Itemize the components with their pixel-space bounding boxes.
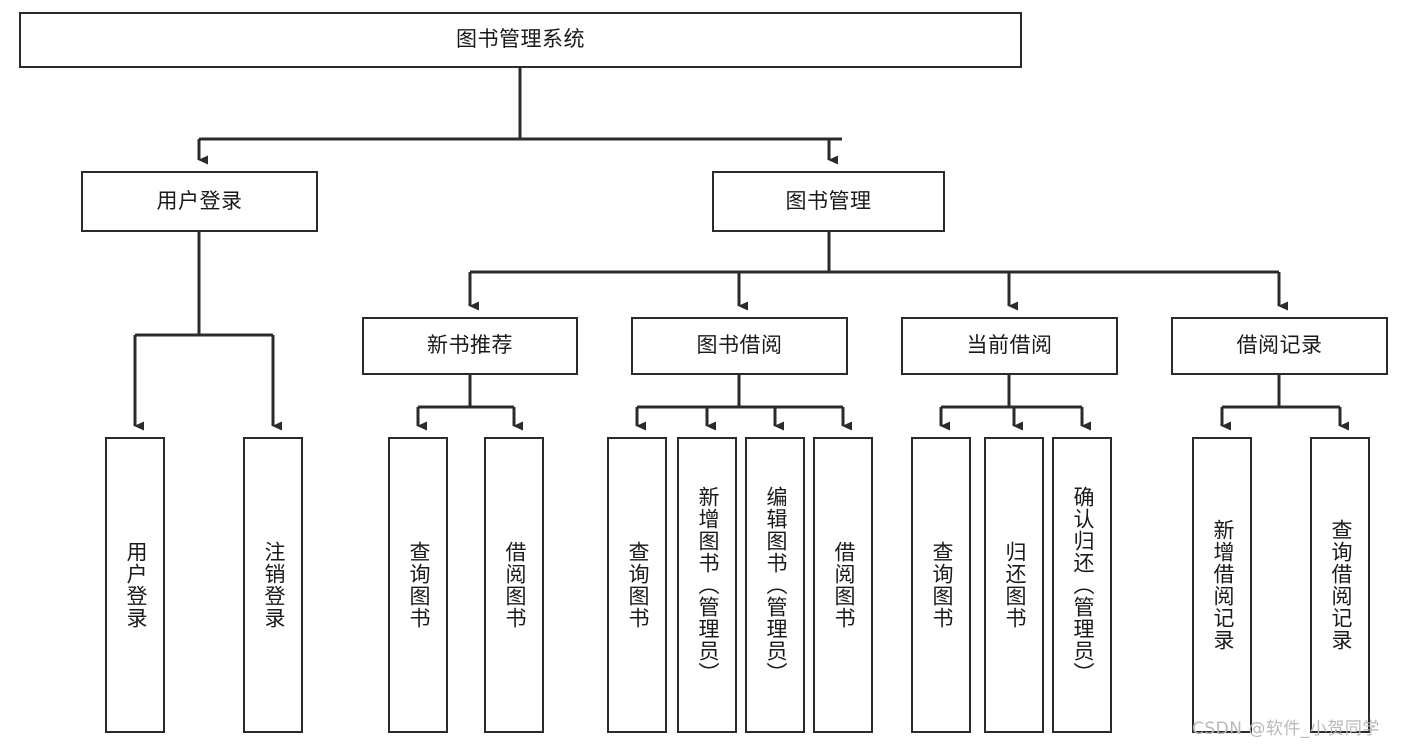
leaf-query-book-1-textwrap: 查询图书 <box>404 439 432 731</box>
node-leaf-query-book-1-label: 查询图书 <box>406 541 431 629</box>
leaf-edit-book-admin-textwrap: 编辑图书（管理员） <box>761 439 789 731</box>
node-leaf-borrow-book-2[interactable]: 借阅图书 <box>813 437 873 733</box>
node-root[interactable]: 图书管理系统 <box>19 12 1022 68</box>
node-leaf-borrow-book-2-label: 借阅图书 <box>831 541 856 629</box>
leaf-query-book-2-textwrap: 查询图书 <box>623 439 651 731</box>
node-leaf-add-borrow-record-label: 新增借阅记录 <box>1210 519 1235 651</box>
leaf-add-book-admin-textwrap: 新增图书（管理员） <box>693 439 721 731</box>
node-leaf-query-book-3-label: 查询图书 <box>929 541 954 629</box>
node-leaf-query-book-2[interactable]: 查询图书 <box>607 437 667 733</box>
node-root-label: 图书管理系统 <box>456 27 585 52</box>
node-book-borrow-label: 图书借阅 <box>696 333 783 358</box>
node-leaf-return-book-label: 归还图书 <box>1002 541 1027 629</box>
leaf-confirm-return-admin-textwrap: 确认归还（管理员） <box>1068 439 1096 731</box>
leaf-query-borrow-record-textwrap: 查询借阅记录 <box>1326 439 1354 731</box>
node-leaf-user-login[interactable]: 用户登录 <box>105 437 165 733</box>
node-leaf-add-book-admin[interactable]: 新增图书（管理员） <box>677 437 737 733</box>
leaf-user-login-textwrap: 用户登录 <box>121 439 149 731</box>
node-current-borrow-label: 当前借阅 <box>966 333 1053 358</box>
node-leaf-borrow-book-1-label: 借阅图书 <box>502 541 527 629</box>
node-leaf-logout[interactable]: 注销登录 <box>243 437 303 733</box>
node-leaf-edit-book-admin[interactable]: 编辑图书（管理员） <box>745 437 805 733</box>
node-leaf-confirm-return-admin-label: 确认归还（管理员） <box>1070 486 1095 684</box>
node-user-login-label: 用户登录 <box>156 188 243 213</box>
node-leaf-add-borrow-record[interactable]: 新增借阅记录 <box>1192 437 1252 733</box>
node-leaf-confirm-return-admin[interactable]: 确认归还（管理员） <box>1052 437 1112 733</box>
node-leaf-query-borrow-record[interactable]: 查询借阅记录 <box>1310 437 1370 733</box>
node-book-management[interactable]: 图书管理 <box>712 171 945 232</box>
node-leaf-borrow-book-1[interactable]: 借阅图书 <box>484 437 544 733</box>
watermark-text: CSDN @软件_小贺同学 <box>1192 719 1380 739</box>
node-book-borrow[interactable]: 图书借阅 <box>631 317 848 375</box>
node-book-management-label: 图书管理 <box>785 188 872 213</box>
node-leaf-logout-label: 注销登录 <box>261 541 286 629</box>
node-current-borrow[interactable]: 当前借阅 <box>901 317 1118 375</box>
node-leaf-query-book-1[interactable]: 查询图书 <box>388 437 448 733</box>
leaf-add-borrow-record-textwrap: 新增借阅记录 <box>1208 439 1236 731</box>
leaf-query-book-3-textwrap: 查询图书 <box>927 439 955 731</box>
node-leaf-user-login-label: 用户登录 <box>123 541 148 629</box>
node-leaf-query-borrow-record-label: 查询借阅记录 <box>1328 519 1353 651</box>
node-new-book-recommend[interactable]: 新书推荐 <box>362 317 578 375</box>
node-new-book-recommend-label: 新书推荐 <box>427 333 513 358</box>
node-leaf-return-book[interactable]: 归还图书 <box>984 437 1044 733</box>
node-user-login[interactable]: 用户登录 <box>81 171 318 232</box>
leaf-return-book-textwrap: 归还图书 <box>1000 439 1028 731</box>
node-leaf-edit-book-admin-label: 编辑图书（管理员） <box>763 486 788 684</box>
node-borrow-records[interactable]: 借阅记录 <box>1171 317 1388 375</box>
node-leaf-add-book-admin-label: 新增图书（管理员） <box>695 486 720 684</box>
node-leaf-query-book-2-label: 查询图书 <box>625 541 650 629</box>
node-borrow-records-label: 借阅记录 <box>1236 333 1323 358</box>
leaf-borrow-book-1-textwrap: 借阅图书 <box>500 439 528 731</box>
leaf-logout-textwrap: 注销登录 <box>259 439 287 731</box>
leaf-borrow-book-2-textwrap: 借阅图书 <box>829 439 857 731</box>
node-leaf-query-book-3[interactable]: 查询图书 <box>911 437 971 733</box>
